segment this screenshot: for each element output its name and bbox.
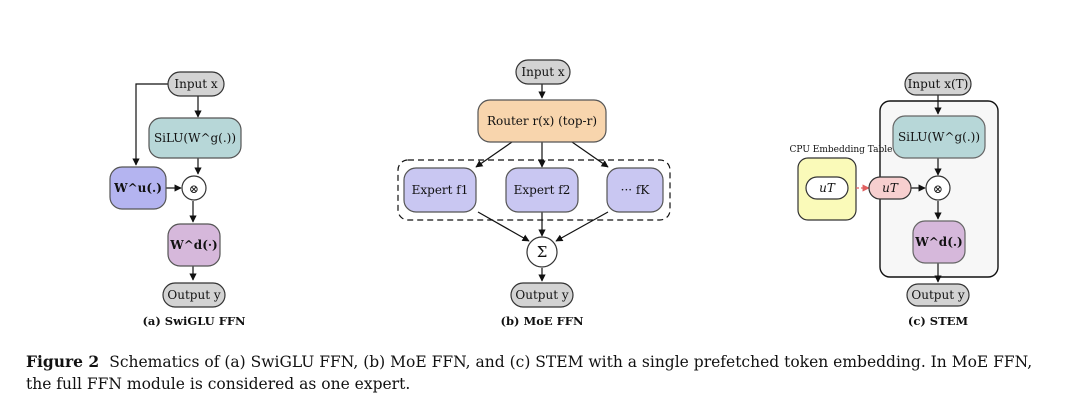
prefetched-embedding-label: uT (882, 181, 899, 195)
multiply-node-a (181, 175, 207, 201)
table-embedding-node (805, 176, 849, 200)
input-label-c: Input x(T) (908, 77, 969, 91)
caption-a: (a) SwiGLU FFN (142, 314, 246, 328)
down-projection-node-c (912, 220, 966, 264)
expert2-label: Expert f2 (514, 183, 571, 197)
down-projection-label-a: W^d(·) (169, 238, 217, 252)
edge-router-expert1 (475, 141, 513, 168)
expertK-label: ··· fK (621, 183, 651, 197)
output-label-b: Output y (515, 288, 568, 302)
input-label-b: Input x (521, 65, 565, 79)
table-embedding-label: uT (819, 181, 836, 195)
down-projection-label-c: W^d(.) (914, 235, 962, 249)
panel-a: Input x SiLU(W^g(.)) W^u(.) ⊗ W^d(·) Out… (109, 71, 246, 328)
panel-b: Input x Router r(x) (top-r) Expert f1 Ex… (397, 59, 671, 328)
output-node-a (162, 282, 226, 308)
output-node-c (906, 283, 970, 307)
output-label-c: Output y (911, 288, 964, 302)
edge-expertK-sum (555, 211, 609, 242)
edge-router-expertK (571, 141, 609, 168)
expert-group-box (397, 159, 671, 221)
expert1-label: Expert f1 (412, 183, 469, 197)
router-label: Router r(x) (top-r) (487, 114, 597, 128)
cpu-table-label: CPU Embedding Table (790, 145, 893, 155)
edge-input-wu-a (132, 83, 168, 166)
caption-c: (c) STEM (908, 314, 969, 328)
edge-expert1-sum (477, 211, 530, 242)
figure-label: Figure 2 (26, 352, 100, 371)
input-label-a: Input x (174, 77, 218, 91)
figure-caption-text: Schematics of (a) SwiGLU FFN, (b) MoE FF… (26, 353, 1033, 393)
sum-node (526, 236, 558, 268)
expertK-node (606, 167, 664, 213)
caption-b: (b) MoE FFN (501, 314, 584, 328)
router-node (477, 99, 607, 143)
panel-c: CPU Embedding Table uT Input x(T) SiLU(W… (790, 72, 999, 328)
silu-gate-node-a (148, 117, 242, 159)
input-node-b (515, 59, 571, 85)
expert2-node (505, 167, 579, 213)
prefetched-embedding-node (868, 176, 912, 200)
multiply-symbol-c: ⊗ (933, 182, 943, 196)
up-projection-label-a: W^u(.) (113, 181, 162, 195)
down-projection-node-a (167, 223, 221, 267)
multiply-symbol-a: ⊗ (189, 182, 199, 196)
multiply-node-c (925, 175, 951, 201)
silu-gate-label-a: SiLU(W^g(.)) (154, 131, 236, 145)
input-node-a (167, 71, 225, 97)
sum-symbol: Σ (537, 243, 548, 261)
silu-gate-label-c: SiLU(W^g(.)) (898, 130, 980, 144)
input-node-c (904, 72, 972, 96)
up-projection-node-a (109, 166, 167, 210)
output-label-a: Output y (167, 288, 220, 302)
silu-gate-node-c (892, 115, 986, 159)
expert1-node (403, 167, 477, 213)
output-node-b (510, 282, 574, 308)
